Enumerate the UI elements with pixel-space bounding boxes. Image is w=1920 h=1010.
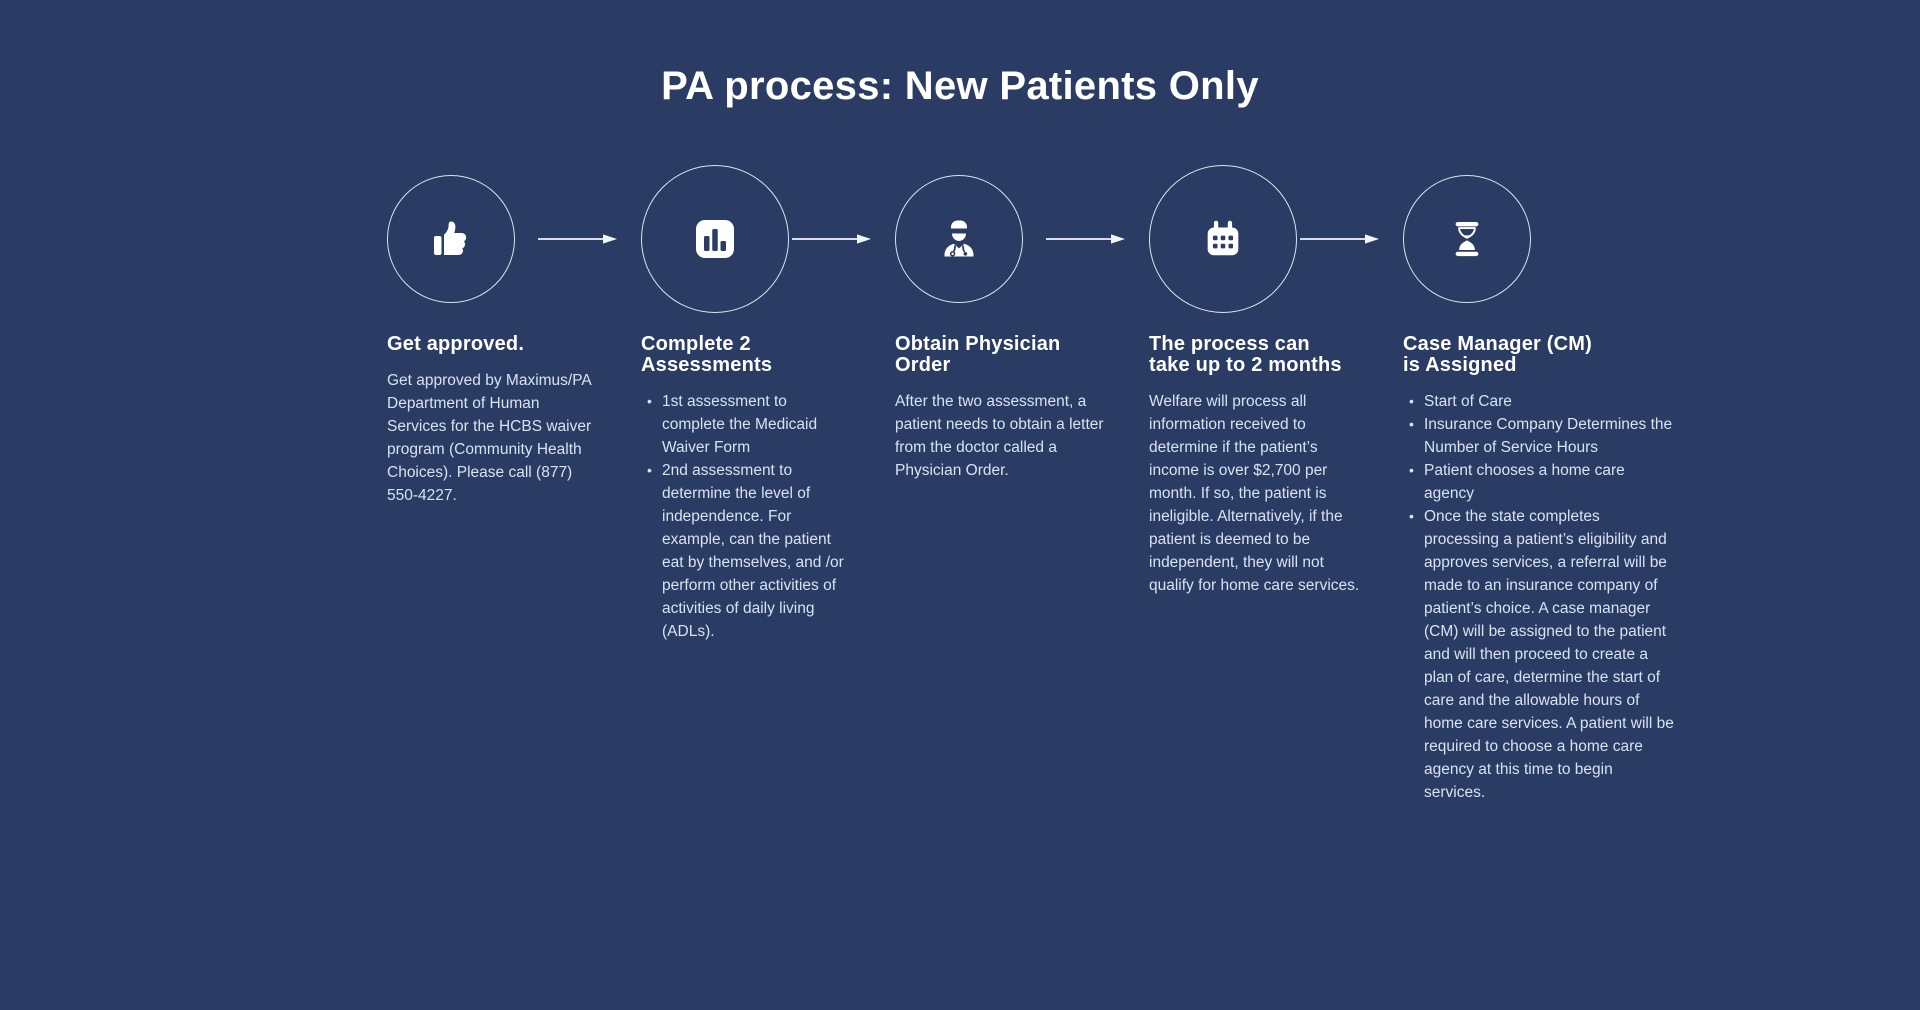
page-title: PA process: New Patients Only <box>661 64 1259 108</box>
step-process-duration: The process can take up to 2 months Welf… <box>1149 165 1379 597</box>
thumbs-up-icon <box>434 221 467 255</box>
step-heading: Complete 2 Assessments <box>641 333 773 376</box>
hourglass-icon <box>1455 221 1479 257</box>
bullet-item: Once the state completes processing a pa… <box>1403 505 1675 804</box>
arrow-right-icon <box>1046 234 1125 244</box>
step-paragraph: Welfare will process all information rec… <box>1149 393 1360 594</box>
step-paragraph: Get approved by Maximus/PA Department of… <box>387 372 592 504</box>
step-bullet-list: 1st assessment to complete the Medicaid … <box>641 390 853 643</box>
step-complete-assessments: Complete 2 Assessments 1st assessment to… <box>641 165 871 643</box>
step-paragraph: After the two assessment, a patient need… <box>895 393 1104 479</box>
calendar-icon <box>1207 220 1239 256</box>
step-heading: The process can take up to 2 months <box>1149 333 1342 376</box>
step-heading: Obtain Physician Order <box>895 333 1061 376</box>
step-bullet-list: Start of Care Insurance Company Determin… <box>1403 390 1675 804</box>
bullet-item: Patient chooses a home care agency <box>1403 459 1675 505</box>
arrow-right-icon <box>1300 234 1379 244</box>
process-steps-row: Get approved. Get approved by Maximus/PA… <box>0 165 1920 804</box>
step-case-manager-assigned: Case Manager (CM) is Assigned Start of C… <box>1403 165 1675 804</box>
step-heading: Case Manager (CM) is Assigned <box>1403 333 1592 376</box>
bullet-item: Start of Care <box>1403 390 1675 413</box>
arrow-right-icon <box>538 234 617 244</box>
step-circle <box>641 165 789 313</box>
arrow-right-icon <box>792 234 871 244</box>
step-heading: Get approved. <box>387 333 525 355</box>
step-circle <box>1403 175 1531 303</box>
step-circle <box>895 175 1023 303</box>
step-get-approved: Get approved. Get approved by Maximus/PA… <box>387 165 617 507</box>
bullet-item: 1st assessment to complete the Medicaid … <box>641 390 853 459</box>
step-circle <box>1149 165 1297 313</box>
bullet-item: Insurance Company Determines the Number … <box>1403 413 1675 459</box>
step-obtain-physician-order: Obtain Physician Order After the two ass… <box>895 165 1125 482</box>
bar-chart-icon <box>696 220 734 258</box>
step-circle <box>387 175 515 303</box>
doctor-icon <box>944 220 974 257</box>
bullet-item: 2nd assessment to determine the level of… <box>641 459 853 643</box>
